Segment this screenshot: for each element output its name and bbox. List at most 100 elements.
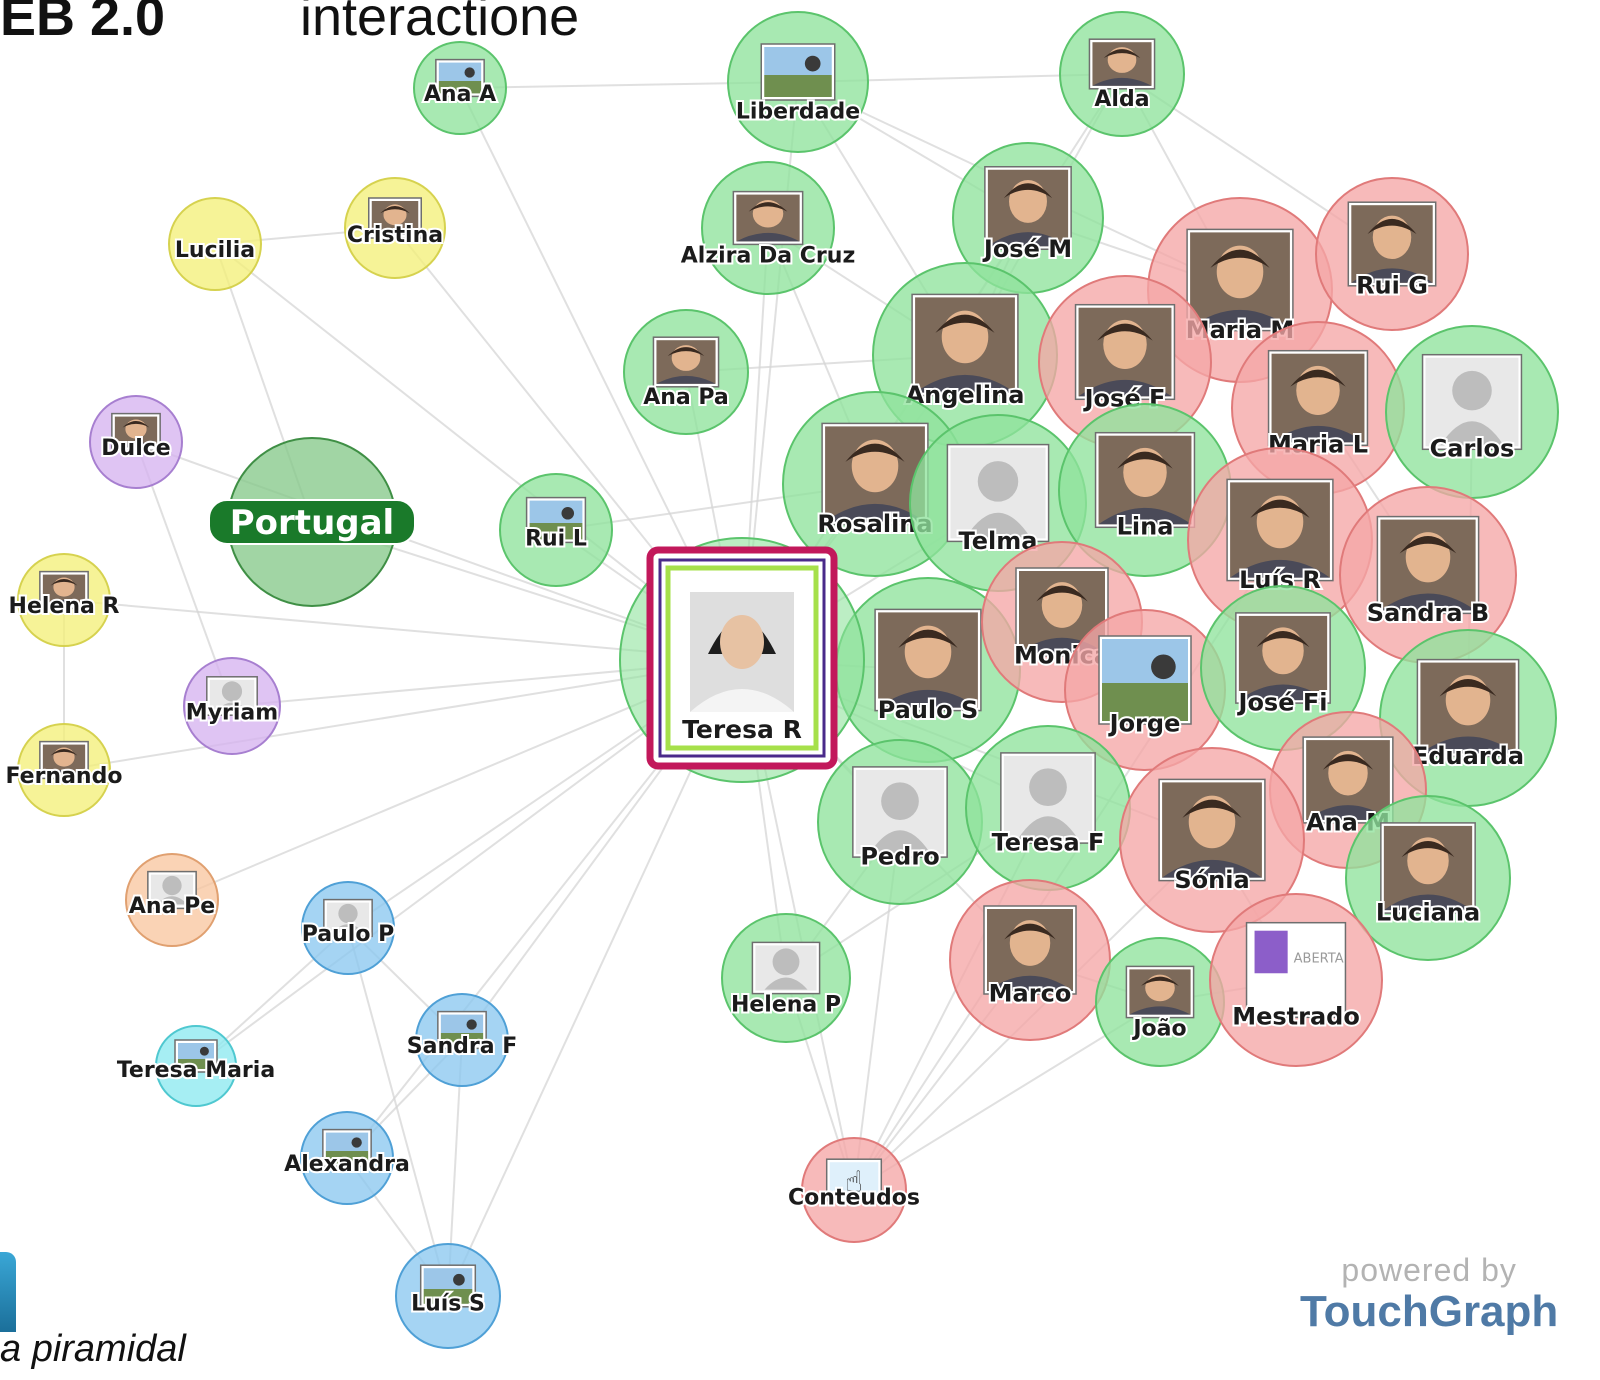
node-rui-l[interactable]: Rui L (499, 473, 613, 587)
node-ana-a[interactable]: Ana A (413, 41, 507, 135)
hair-icon (845, 443, 905, 462)
node-jorge[interactable]: Jorge (1064, 609, 1226, 771)
edge-line (347, 927, 449, 1297)
node-label: Jorge (1108, 710, 1181, 738)
node-label: Teresa R (682, 715, 802, 744)
node-label: Cristina (347, 223, 443, 248)
avatar-head-icon (881, 782, 919, 821)
ground-icon (325, 1151, 369, 1164)
node-jose-f[interactable]: José F (1038, 275, 1212, 449)
node-fernando[interactable]: Fernando (4, 723, 124, 817)
node-alzira[interactable]: Alzira Da Cruz (679, 161, 857, 295)
figure-icon (351, 1137, 362, 1148)
node-label: Lina (1117, 513, 1174, 541)
node-lina[interactable]: Lina (1058, 403, 1232, 577)
node-conteudos[interactable]: ☝Conteudos (786, 1137, 922, 1243)
hair-icon (1210, 249, 1270, 268)
hair-icon (1003, 183, 1053, 199)
hair-icon (380, 206, 410, 214)
shoulders-icon (1238, 684, 1328, 701)
ground-icon (438, 81, 482, 94)
node-paulo-s[interactable]: Paulo S (835, 577, 1021, 763)
hair-icon (1401, 840, 1455, 858)
node-label: Conteudos (788, 1186, 920, 1211)
hair-icon (1399, 535, 1457, 554)
node-pedro[interactable]: Pedro (817, 739, 983, 905)
node-marco[interactable]: Marco (949, 879, 1111, 1041)
hair-icon (1322, 754, 1374, 770)
node-helena-p[interactable]: Helena P (721, 913, 851, 1043)
node-cristina[interactable]: Cristina (344, 177, 446, 279)
node-myriam[interactable]: Myriam (183, 657, 281, 755)
footer-caption: a piramidal (0, 1328, 186, 1370)
node-ana-pa[interactable]: Ana Pa (623, 309, 749, 435)
hair-icon (1367, 218, 1417, 234)
avatar-head-icon (162, 875, 182, 896)
hair-icon (50, 578, 78, 586)
node-portugal[interactable]: Portugal (208, 437, 416, 607)
hair-icon (1117, 451, 1173, 469)
powered-by-text: powered by (1341, 1252, 1517, 1288)
shoulders-icon (987, 232, 1069, 247)
hair-icon (1103, 49, 1141, 59)
node-teresa-maria[interactable]: Teresa Maria (115, 1025, 277, 1107)
ground-icon (440, 1033, 484, 1046)
node-label: Teresa F (992, 829, 1105, 857)
portugal-pill (208, 499, 416, 545)
footer-decoration (0, 1252, 16, 1332)
node-lucilia[interactable]: Lucilia (168, 197, 262, 291)
node-label: Sandra F (407, 1034, 517, 1059)
header-right-text: interactione (300, 0, 580, 47)
node-paulo-p[interactable]: Paulo P (300, 881, 396, 975)
node-teresa-f[interactable]: Teresa F (965, 725, 1131, 891)
node-angelina[interactable]: Angelina (872, 262, 1058, 448)
face-icon (720, 615, 764, 669)
node-alda[interactable]: Alda (1059, 11, 1185, 137)
node-carlos[interactable]: Carlos (1385, 325, 1559, 499)
node-jose-fi[interactable]: José Fi (1200, 585, 1366, 751)
sky-icon (438, 62, 482, 81)
avatar-body-icon (332, 924, 364, 933)
node-jose-m[interactable]: José M (952, 142, 1104, 294)
ground-icon (1102, 683, 1188, 721)
node-label: Paulo P (302, 922, 394, 947)
node-label: Pedro (860, 843, 939, 871)
hair-icon (1256, 630, 1310, 648)
figure-icon (453, 1273, 465, 1286)
shoulders-icon (114, 441, 158, 448)
shoulders-icon (1190, 309, 1290, 328)
center-node-layer: Teresa R (619, 537, 865, 783)
node-luciana[interactable]: Luciana (1345, 795, 1511, 961)
logo-text: ABERTA (1294, 951, 1344, 966)
node-luis-r[interactable]: Luís R (1187, 447, 1373, 633)
node-helena-r[interactable]: Helena R (7, 553, 122, 647)
sky-icon (325, 1132, 369, 1151)
node-teresa-r[interactable]: Teresa R (619, 537, 865, 783)
shoulders-icon (1162, 859, 1262, 878)
touchgraph-branding[interactable]: powered by TouchGraph (1300, 1252, 1558, 1337)
touchgraph-logo: TouchGraph (1300, 1287, 1559, 1336)
node-alexandra[interactable]: Alexandra (282, 1111, 412, 1205)
figure-icon (464, 67, 475, 78)
node-luis-s[interactable]: Luís S (395, 1243, 501, 1349)
node-joao[interactable]: João (1095, 937, 1225, 1067)
figure-icon (199, 1046, 209, 1056)
ground-icon (423, 1289, 473, 1304)
node-eduarda[interactable]: Eduarda (1379, 629, 1557, 807)
shoulders-icon (42, 599, 86, 606)
node-sonia[interactable]: Sónia (1119, 747, 1305, 933)
node-label: Eduarda (1412, 742, 1524, 770)
node-ana-pe[interactable]: Ana Pe (125, 853, 219, 947)
node-rui-g[interactable]: Rui G (1315, 177, 1469, 331)
shoulders-icon (1306, 805, 1390, 820)
node-liberdade[interactable]: Liberdade (727, 11, 869, 153)
node-sandra-b[interactable]: Sandra B (1339, 486, 1517, 664)
hair-icon (1182, 799, 1242, 818)
avatar-head-icon (221, 681, 243, 702)
node-sandra-f[interactable]: Sandra F (405, 993, 519, 1087)
shoulders-icon (42, 769, 86, 776)
node-dulce[interactable]: Dulce (89, 395, 183, 489)
hair-icon (122, 420, 150, 428)
hair-icon (748, 202, 788, 212)
